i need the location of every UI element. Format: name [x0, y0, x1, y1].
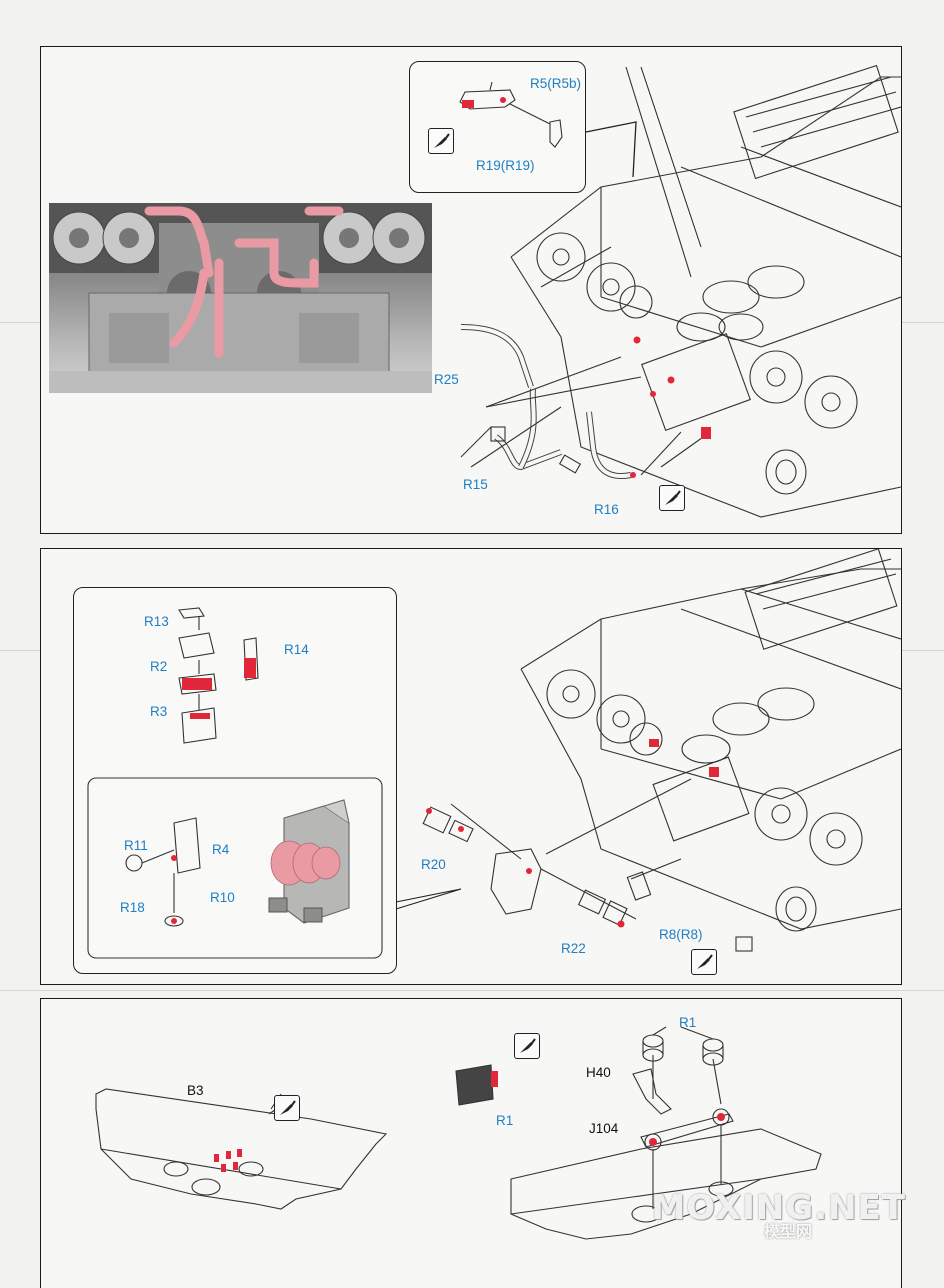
cement-brush-icon	[434, 133, 450, 148]
callout-parts-art	[459, 81, 563, 148]
label-r11: R11	[124, 838, 148, 853]
label-r1-top: R1	[679, 1015, 697, 1030]
step-3-panel: B3 R1 H40 R1 J104	[40, 998, 902, 1288]
callout-parts-art	[87, 607, 383, 959]
label-r3: R3	[150, 704, 168, 719]
label-r8: R8(R8)	[659, 927, 703, 942]
step-3-line-art	[95, 1026, 822, 1240]
cement-icon	[659, 485, 685, 511]
label-r19: R19(R19)	[476, 158, 535, 173]
label-r1-left: R1	[496, 1113, 514, 1128]
cement-icon	[428, 128, 454, 154]
label-r15: R15	[463, 477, 488, 492]
label-r14: R14	[284, 642, 309, 657]
label-r25: R25	[434, 372, 459, 387]
label-r4: R4	[212, 842, 230, 857]
label-r20: R20	[421, 857, 446, 872]
step-2-line-art	[170, 549, 901, 952]
engine-bay-photo-render	[49, 203, 432, 393]
step-1-callout: R5(R5b) R19(R19)	[409, 61, 586, 193]
step-1-line-art	[460, 64, 901, 518]
label-r5: R5(R5b)	[530, 76, 582, 91]
label-r2: R2	[150, 659, 168, 674]
label-r16: R16	[594, 502, 619, 517]
cement-icon	[274, 1095, 300, 1121]
cement-icon	[514, 1033, 540, 1059]
step-1-panel: R5(R5b) R19(R19) R25 R15 R16	[40, 46, 902, 534]
label-r10: R10	[210, 890, 235, 905]
cement-icon	[691, 949, 717, 975]
label-r22: R22	[561, 941, 586, 956]
cement-brush-icon	[280, 1100, 296, 1115]
step-2-callout: R13 R2 R14 R3 R11 R4 R18 R10	[73, 587, 397, 974]
watermark-sub: 模型网	[763, 1222, 812, 1241]
watermark-logo: MOXING.NET	[651, 1188, 906, 1228]
label-r13: R13	[144, 614, 169, 629]
cement-brush-icon	[697, 954, 713, 969]
label-h40: H40	[586, 1065, 611, 1080]
cement-brush-icon	[665, 490, 681, 505]
label-j104: J104	[589, 1121, 619, 1136]
label-r18: R18	[120, 900, 145, 915]
engine-bay-photo	[49, 203, 432, 393]
cement-brush-icon	[520, 1038, 536, 1053]
label-b3: B3	[187, 1083, 204, 1098]
step-2-panel: R13 R2 R14 R3 R11 R4 R18 R10 R20 R22 R8(…	[40, 548, 902, 985]
